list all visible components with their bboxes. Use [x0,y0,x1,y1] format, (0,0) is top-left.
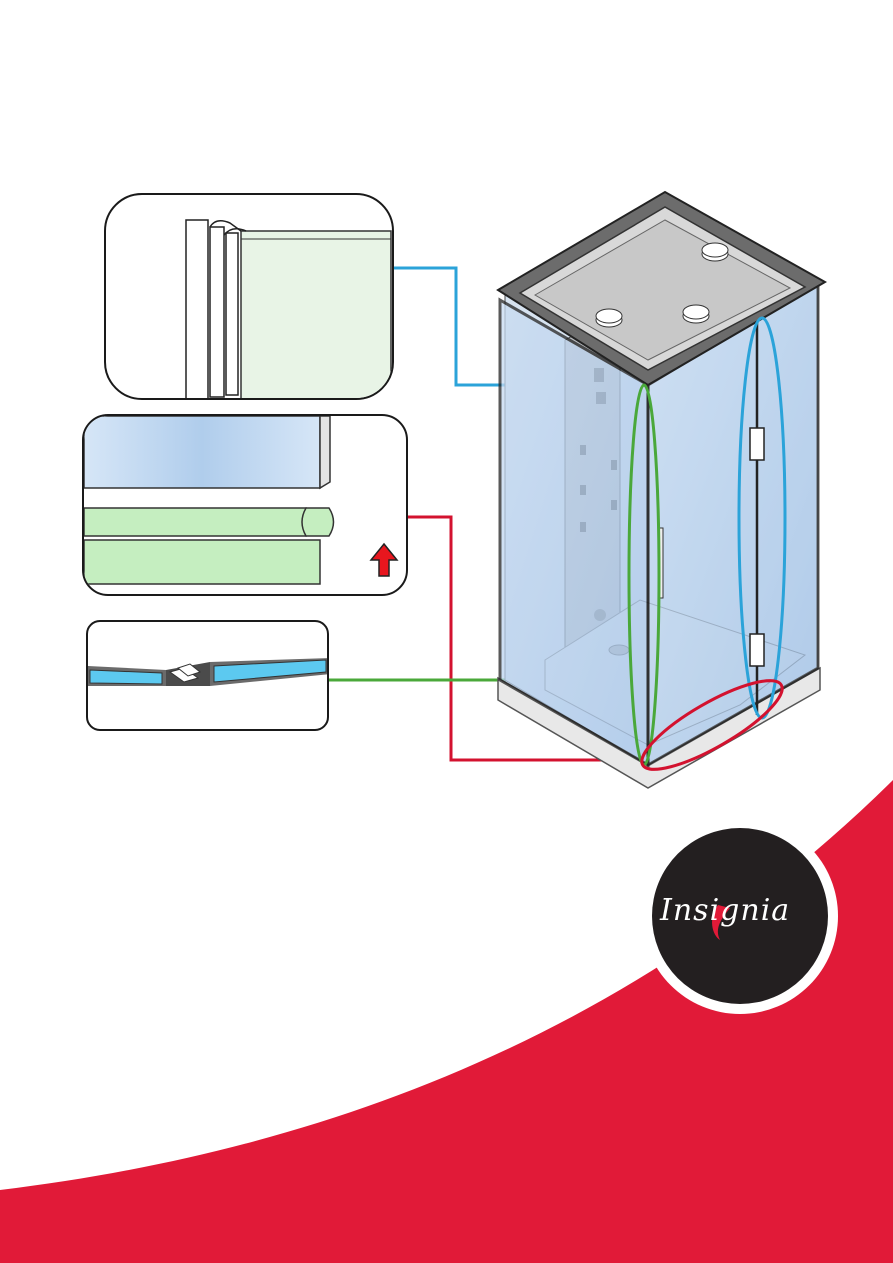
brand-logo-text: Insignia [660,893,820,928]
